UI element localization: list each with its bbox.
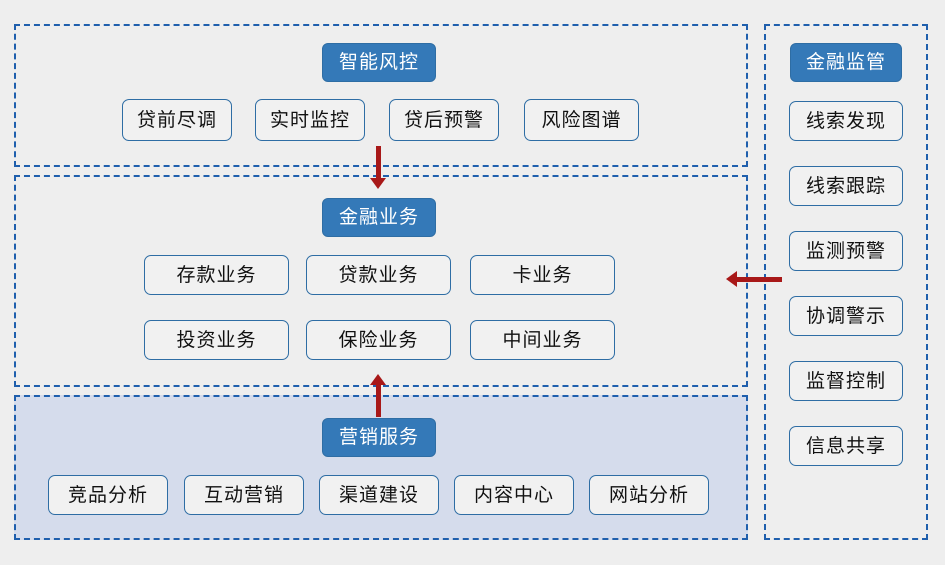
arrow-marketing-to-business-shaft <box>376 383 381 417</box>
box-card-business[interactable]: 卡业务 <box>470 255 615 295</box>
box-interactive-marketing[interactable]: 互动营销 <box>184 475 304 515</box>
arrow-risk-to-business-shaft <box>376 146 381 181</box>
box-clue-discovery[interactable]: 线索发现 <box>789 101 903 141</box>
arrow-risk-to-business-head-icon <box>370 178 386 189</box>
group-risk-control <box>14 24 748 167</box>
box-risk-graph[interactable]: 风险图谱 <box>524 99 639 141</box>
box-monitoring-warning[interactable]: 监测预警 <box>789 231 903 271</box>
group-header-financial-regulation[interactable]: 金融监管 <box>790 43 902 82</box>
box-website-analytics[interactable]: 网站分析 <box>589 475 709 515</box>
group-header-financial-business[interactable]: 金融业务 <box>322 198 436 237</box>
box-channel-construction[interactable]: 渠道建设 <box>319 475 439 515</box>
box-coordination-alert[interactable]: 协调警示 <box>789 296 903 336</box>
box-investment-business[interactable]: 投资业务 <box>144 320 289 360</box>
box-intermediary-business[interactable]: 中间业务 <box>470 320 615 360</box>
box-post-loan-warning[interactable]: 贷后预警 <box>389 99 499 141</box>
group-marketing-service <box>14 395 748 540</box>
box-competitor-analysis[interactable]: 竞品分析 <box>48 475 168 515</box>
arrow-regulation-to-business-shaft <box>736 277 782 282</box>
group-header-risk-control[interactable]: 智能风控 <box>322 43 436 82</box>
box-realtime-monitoring[interactable]: 实时监控 <box>255 99 365 141</box>
box-information-sharing[interactable]: 信息共享 <box>789 426 903 466</box>
box-loan-business[interactable]: 贷款业务 <box>306 255 451 295</box>
arrow-regulation-to-business-head-icon <box>726 271 737 287</box>
box-deposit-business[interactable]: 存款业务 <box>144 255 289 295</box>
box-insurance-business[interactable]: 保险业务 <box>306 320 451 360</box>
box-content-center[interactable]: 内容中心 <box>454 475 574 515</box>
box-supervision-control[interactable]: 监督控制 <box>789 361 903 401</box>
group-header-marketing-service[interactable]: 营销服务 <box>322 418 436 457</box>
box-clue-tracking[interactable]: 线索跟踪 <box>789 166 903 206</box>
box-loan-pre-diligence[interactable]: 贷前尽调 <box>122 99 232 141</box>
group-financial-regulation <box>764 24 928 540</box>
arrow-marketing-to-business-head-icon <box>370 374 386 385</box>
